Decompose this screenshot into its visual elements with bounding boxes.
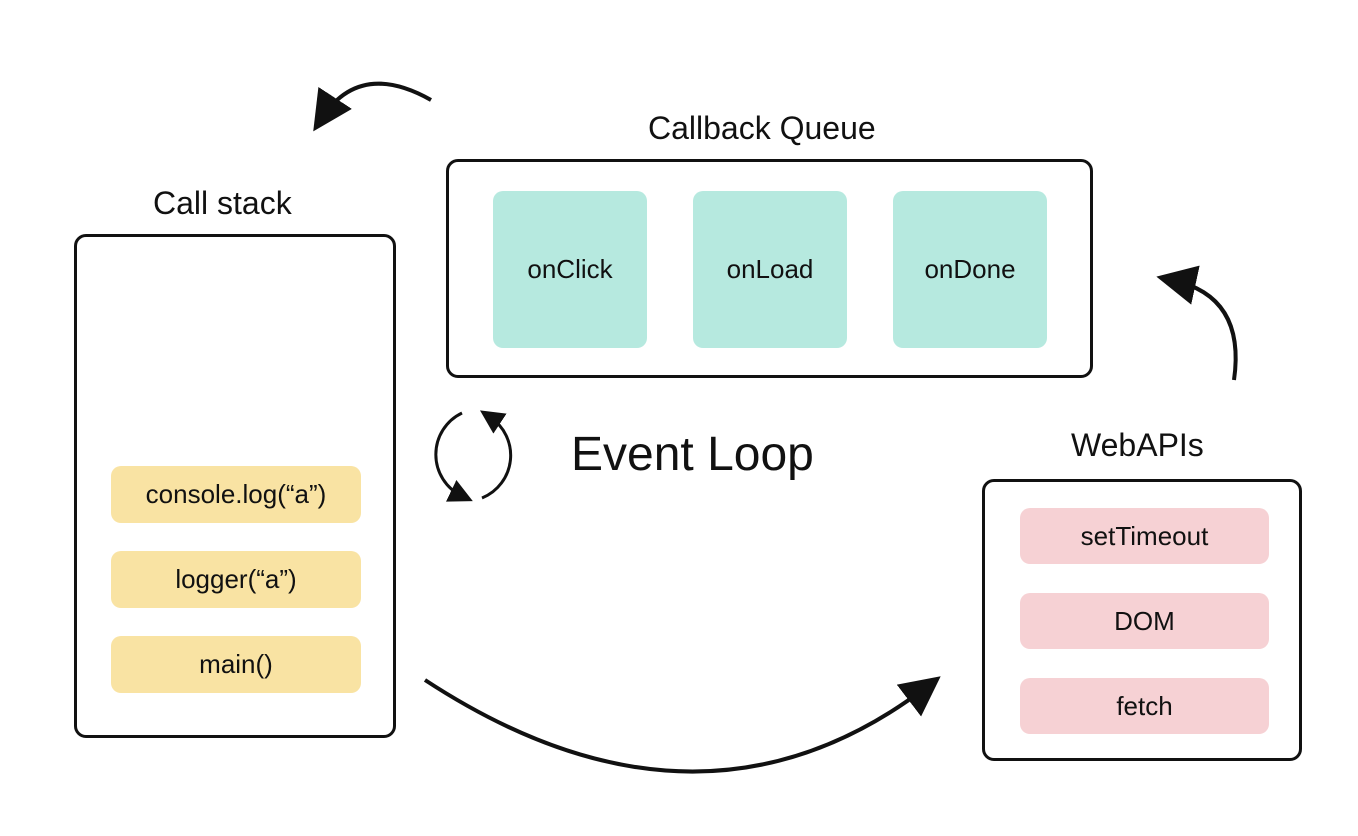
queue-item-ondone: onDone [893, 191, 1047, 348]
arrow-webapis-to-queue [1156, 265, 1238, 381]
webapi-item-fetch: fetch [1020, 678, 1269, 734]
callback-queue-box: onClick onLoad onDone [446, 159, 1093, 378]
stack-item-logger: logger(“a”) [111, 551, 361, 608]
webapi-item-dom: DOM [1020, 593, 1269, 649]
stack-item-console-log: console.log(“a”) [111, 466, 361, 523]
callback-queue-title: Callback Queue [648, 110, 876, 146]
cycle-arrows-icon [434, 410, 513, 502]
stack-item-main: main() [111, 636, 361, 693]
queue-item-onclick: onClick [493, 191, 647, 348]
event-loop-title: Event Loop [571, 428, 814, 481]
call-stack-title: Call stack [153, 185, 292, 221]
arrow-stack-to-webapis [423, 676, 941, 774]
webapis-title: WebAPIs [1071, 427, 1204, 463]
webapi-item-settimeout: setTimeout [1020, 508, 1269, 564]
webapis-box: setTimeout DOM fetch [982, 479, 1302, 761]
arrow-queue-to-stack [313, 81, 432, 132]
call-stack-box: console.log(“a”) logger(“a”) main() [74, 234, 396, 738]
queue-item-onload: onLoad [693, 191, 847, 348]
